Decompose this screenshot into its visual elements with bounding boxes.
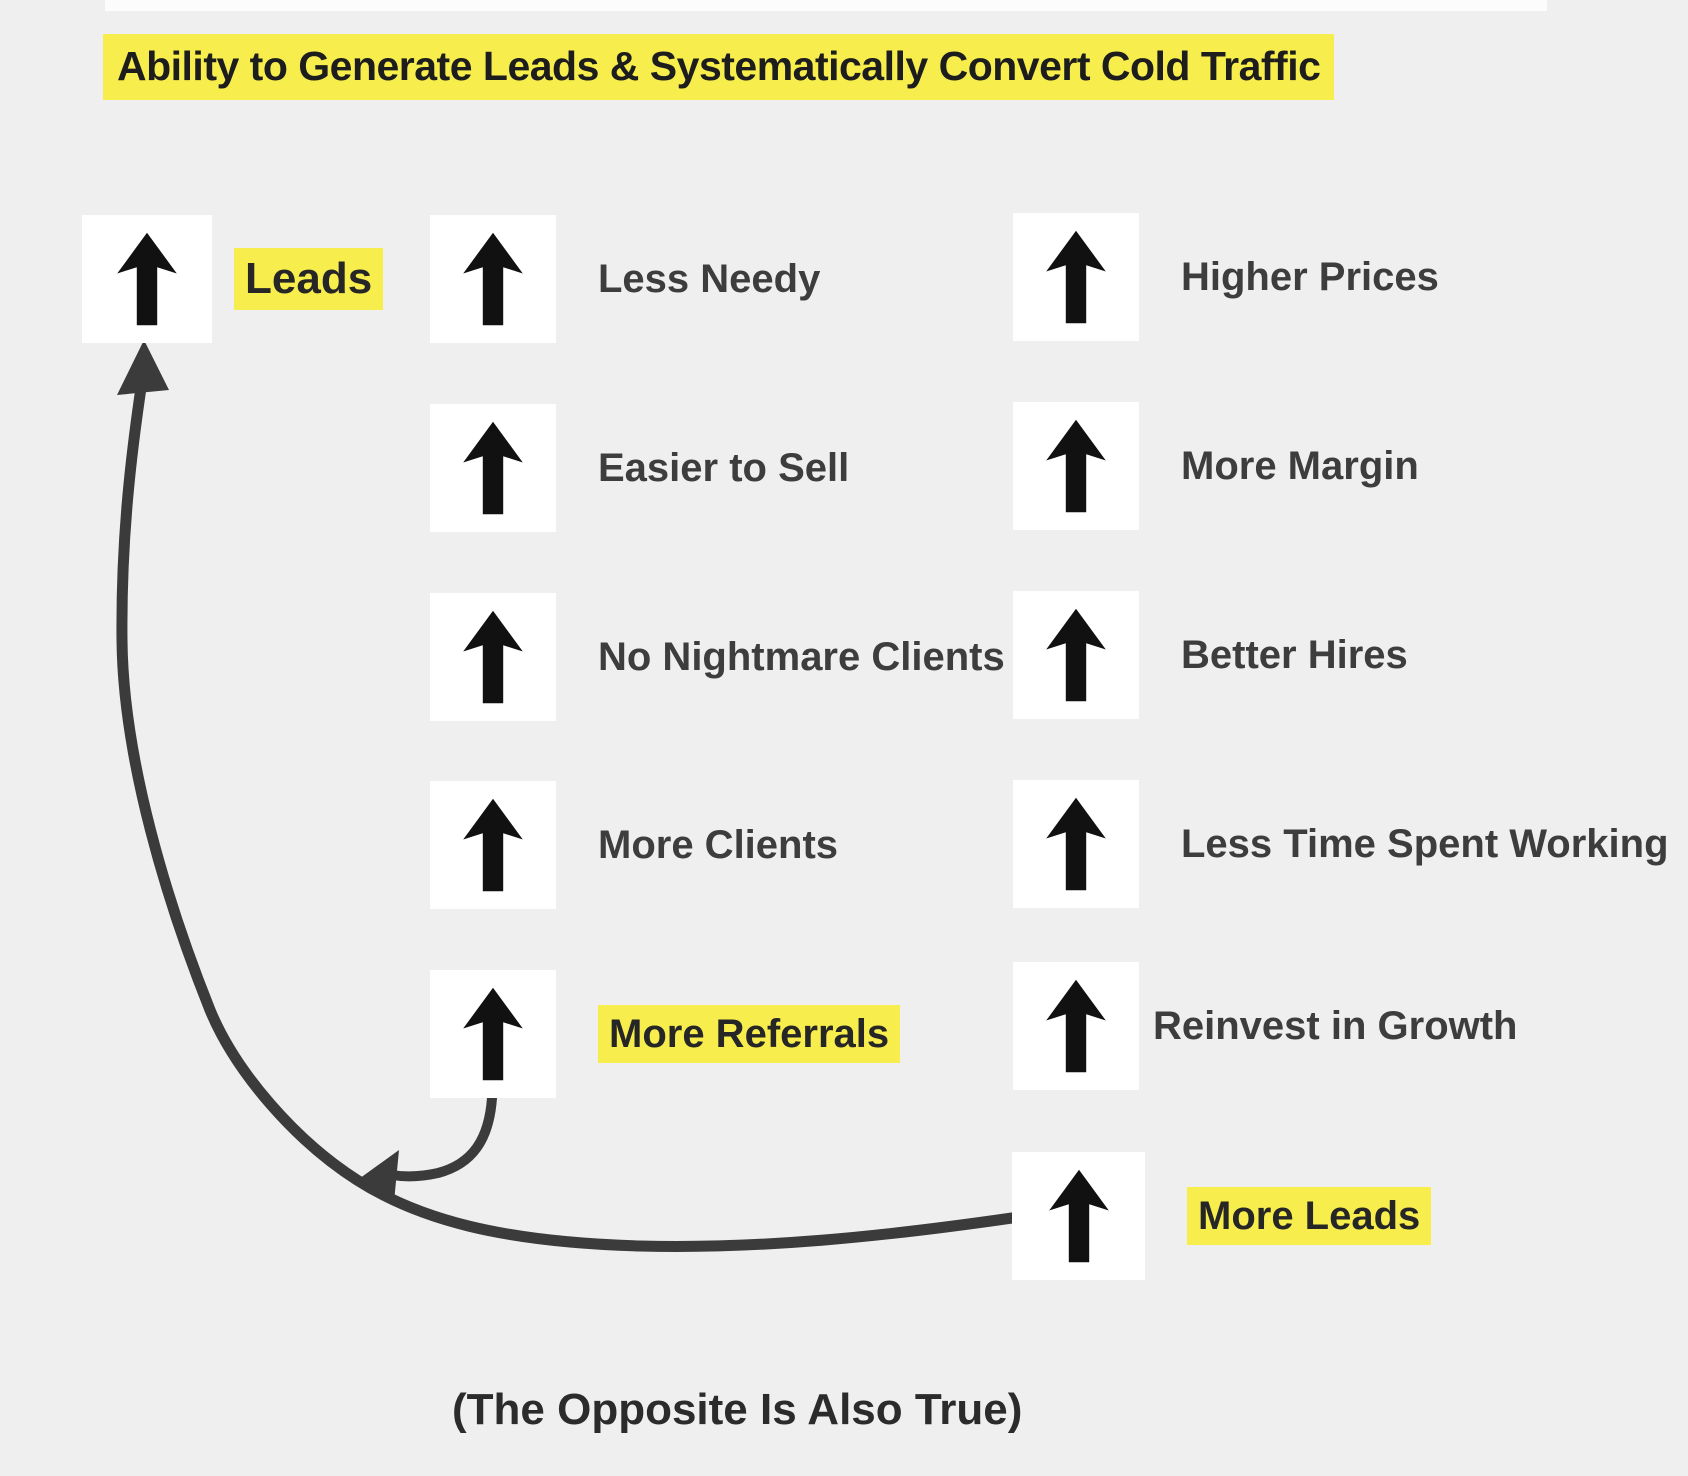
up-arrow-icon [1046,608,1106,702]
node-label: Better Hires [1181,633,1408,677]
node-no-nightmare-clients: No Nightmare Clients [430,593,1005,721]
node-label: Less Time Spent Working [1181,822,1669,866]
loop-arrowhead-up-icon [117,340,169,395]
up-arrow-icon [117,232,177,326]
up-arrow-icon [1046,230,1106,324]
node-reinvest-in-growth: Reinvest in Growth [1013,962,1518,1090]
up-arrow-icon [463,232,523,326]
up-arrow-icon [463,987,523,1081]
node-label: More Referrals [598,1005,901,1063]
footer-note: (The Opposite Is Also True) [452,1385,1023,1434]
node-more-leads: More Leads [1012,1152,1432,1280]
up-arrow-box [430,970,556,1098]
branch-curve-more-referrals [387,1093,497,1182]
branch-arrowhead-left-icon [356,1150,399,1202]
node-more-margin: More Margin [1013,402,1419,530]
node-label: More Margin [1181,444,1419,488]
up-arrow-box [1013,213,1139,341]
up-arrow-icon [1046,979,1106,1073]
up-arrow-icon [1046,419,1106,513]
up-arrow-box [430,781,556,909]
node-more-clients: More Clients [430,781,838,909]
node-better-hires: Better Hires [1013,591,1408,719]
up-arrow-icon [1046,797,1106,891]
node-less-needy: Less Needy [430,215,820,343]
node-label: Less Needy [598,257,821,301]
node-higher-prices: Higher Prices [1013,213,1439,341]
up-arrow-box [1013,402,1139,530]
diagram-title: Ability to Generate Leads & Systematical… [103,34,1335,100]
up-arrow-box [430,215,556,343]
up-arrow-box [430,593,556,721]
node-more-referrals: More Referrals [430,970,901,1098]
up-arrow-box [82,215,212,343]
node-label: No Nightmare Clients [598,635,1005,679]
up-arrow-box [1013,591,1139,719]
up-arrow-box [1013,780,1139,908]
node-easier-to-sell: Easier to Sell [430,404,849,532]
up-arrow-box [1012,1152,1145,1280]
node-label: Higher Prices [1181,255,1439,299]
up-arrow-icon [463,421,523,515]
node-label: Easier to Sell [598,446,850,490]
node-leads: Leads [82,215,384,343]
up-arrow-icon [1048,1169,1109,1263]
top-edge-artifact [105,0,1547,11]
up-arrow-box [430,404,556,532]
node-label: Leads [234,247,384,311]
up-arrow-box [1013,962,1139,1090]
node-less-time-spent-working: Less Time Spent Working [1013,780,1669,908]
node-label: More Clients [598,823,839,867]
up-arrow-icon [463,610,523,704]
node-label: Reinvest in Growth [1153,1004,1518,1048]
up-arrow-icon [463,798,523,892]
node-label: More Leads [1187,1187,1432,1245]
